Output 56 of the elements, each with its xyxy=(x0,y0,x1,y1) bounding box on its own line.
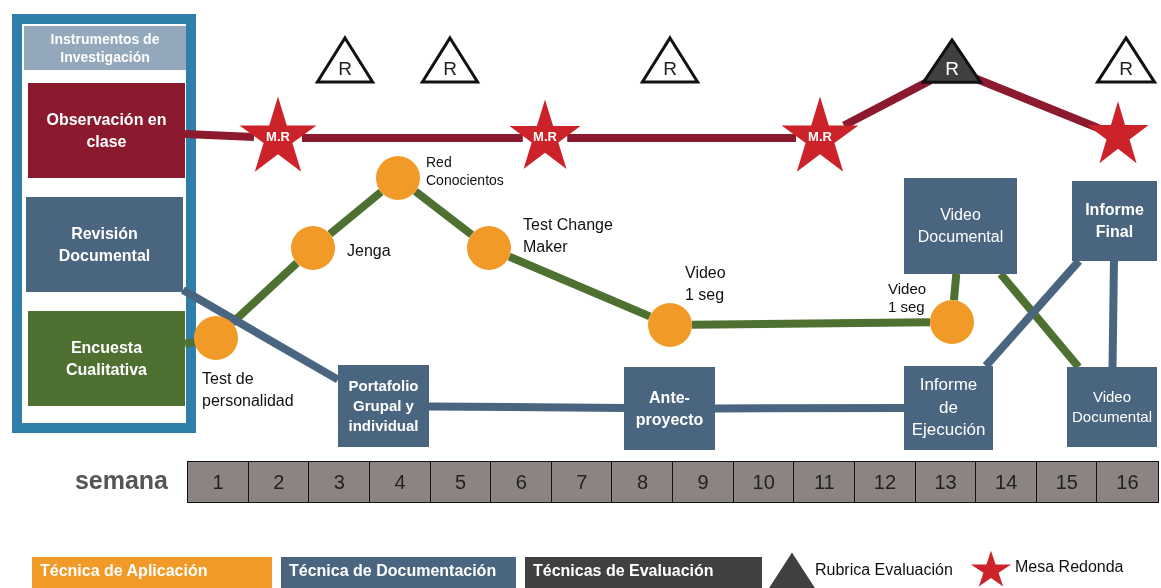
week-cell: 13 xyxy=(914,461,977,503)
connector-line xyxy=(567,134,796,142)
node-label: Jenga xyxy=(347,241,392,261)
week-cell: 4 xyxy=(368,461,431,503)
week-cell: 12 xyxy=(853,461,916,503)
axis-title: semana xyxy=(73,466,169,495)
connector-line xyxy=(181,286,340,384)
node-label: Red Conocientos xyxy=(426,154,505,189)
node-label: Test de personalidad xyxy=(202,369,295,412)
node-label: Video 1 seg xyxy=(888,280,928,316)
legend-chip: Técnicas de Evaluación xyxy=(525,557,762,588)
week-cell: 16 xyxy=(1096,461,1159,503)
connector-line xyxy=(413,188,474,238)
week-cell: 3 xyxy=(308,461,371,503)
connector-line xyxy=(302,134,523,142)
process-box: Portafolio Grupal y individual xyxy=(338,365,429,447)
connector-line xyxy=(691,318,931,329)
week-cell: 6 xyxy=(490,461,553,503)
week-cell: 7 xyxy=(550,461,613,503)
connector-line xyxy=(715,404,904,413)
triangle-marker: R xyxy=(640,36,700,84)
connector-line xyxy=(949,273,961,301)
node-label: Video 1 seg xyxy=(685,263,727,306)
connector-line xyxy=(507,252,652,321)
connector-line xyxy=(184,338,196,348)
week-cell: 5 xyxy=(429,461,492,503)
legend-chip: Técnica de Documentación xyxy=(281,557,516,588)
legend-chip: Técnica de Aplicación xyxy=(32,557,272,588)
connector-line xyxy=(428,402,625,413)
triangle-marker: R xyxy=(420,36,480,84)
week-cell: 8 xyxy=(611,461,674,503)
triangle-marker: R xyxy=(1095,36,1157,84)
process-box: Informe de Ejecución xyxy=(904,366,993,450)
week-cell: 11 xyxy=(793,461,856,503)
star-marker xyxy=(1086,100,1150,166)
node-label: Test Change Maker xyxy=(523,215,614,258)
connector-line xyxy=(327,188,384,238)
process-box: Video Documental xyxy=(1067,367,1157,447)
legend-label: Mesa Redonda xyxy=(1015,558,1124,576)
process-box: Revisión Documental xyxy=(26,197,183,292)
process-box: Ante-proyecto xyxy=(624,367,715,450)
legend-label: Rubrica Evaluación xyxy=(815,561,953,579)
connector-line xyxy=(1108,260,1118,368)
process-box: Informe Final xyxy=(1072,181,1157,261)
week-cell: 15 xyxy=(1035,461,1098,503)
triangle-marker: R xyxy=(921,38,983,84)
week-cell: 2 xyxy=(247,461,310,503)
week-cell: 14 xyxy=(975,461,1038,503)
week-cell: 1 xyxy=(187,461,250,503)
process-box: Encuesta Cualitativa xyxy=(28,311,185,406)
week-cell: 10 xyxy=(732,461,795,503)
process-box: Observación en clase xyxy=(28,83,185,178)
panel-title: Instrumentos de Investigación xyxy=(24,26,186,70)
triangle-marker: R xyxy=(315,36,375,84)
week-cell: 9 xyxy=(672,461,735,503)
process-box: Video Documental xyxy=(904,178,1017,274)
